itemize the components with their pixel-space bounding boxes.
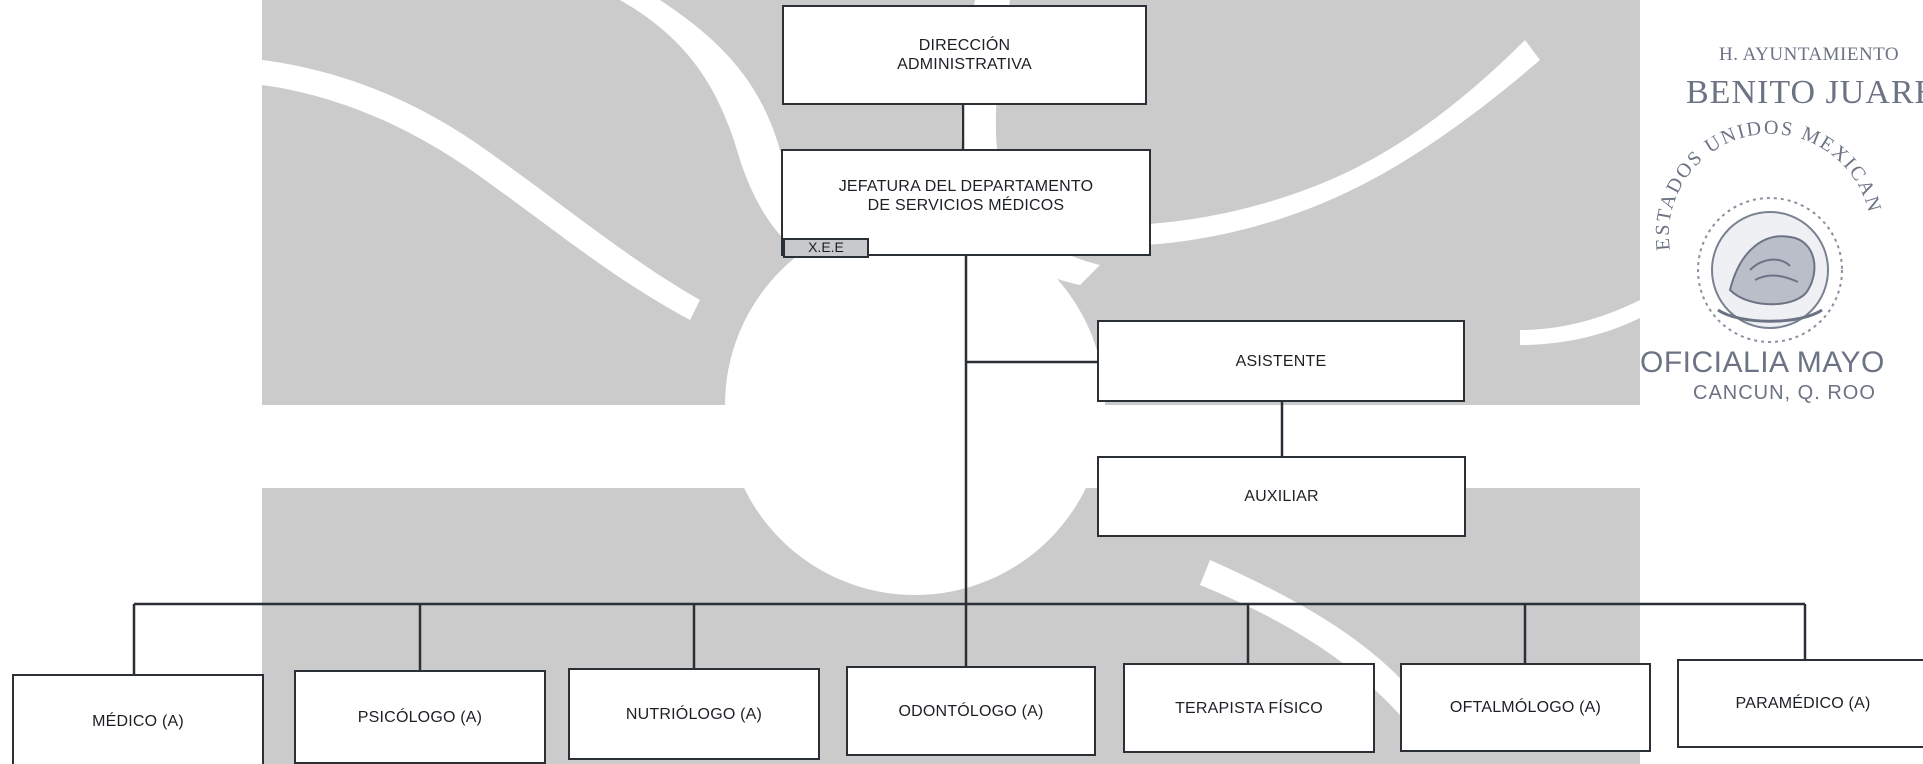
node-asistente-label: ASISTENTE [1235,352,1327,370]
node-paramedico: PARAMÉDICO (A) [1677,659,1923,748]
official-stamp: H. AYUNTAMIENTO BENITO JUARE ESTADOS UNI… [1630,30,1923,430]
node-medico: MÉDICO (A) [12,674,264,764]
node-odontologo: ODONTÓLOGO (A) [846,666,1096,756]
node-paramedico-label: PARAMÉDICO (A) [1735,695,1871,712]
node-odontologo-label: ODONTÓLOGO (A) [898,702,1044,720]
connectors [132,105,1807,674]
node-direccion-line-1: DIRECCIÓN [918,37,1011,54]
stamp-line-2: BENITO JUARE [1686,74,1923,111]
node-jefatura-tag: X.E.E [783,238,869,258]
node-oftalmologo: OFTALMÓLOGO (A) [1400,663,1651,752]
node-jefatura-line-1: JEFATURA DEL DEPARTAMENTO [838,177,1094,195]
node-terapista-fisico: TERAPISTA FÍSICO [1123,663,1375,753]
node-direccion-line-2: ADMINISTRATIVA [897,56,1032,73]
node-auxiliar: AUXILIAR [1097,456,1466,537]
stamp-line-3: OFICIALIA MAYO [1640,346,1885,379]
national-seal-icon: ESTADOS UNIDOS MEXICANOS [1630,120,1884,343]
node-jefatura-line-2: DE SERVICIOS MÉDICOS [867,196,1065,214]
node-asistente: ASISTENTE [1097,320,1465,402]
node-auxiliar-label: AUXILIAR [1244,488,1319,505]
node-psicologo: PSICÓLOGO (A) [294,670,546,764]
node-psicologo-label: PSICÓLOGO (A) [357,708,483,726]
node-medico-label: MÉDICO (A) [92,713,184,730]
node-terapista-label: TERAPISTA FÍSICO [1175,699,1323,717]
node-nutriologo: NUTRIÓLOGO (A) [568,668,820,760]
stamp-line-1: H. AYUNTAMIENTO [1719,44,1900,65]
stamp-line-4: CANCUN, Q. ROO [1693,382,1876,404]
node-nutriologo-label: NUTRIÓLOGO (A) [625,705,763,723]
node-oftalmologo-label: OFTALMÓLOGO (A) [1449,699,1602,716]
node-direccion-administrativa: DIRECCIÓN ADMINISTRATIVA [782,5,1147,105]
